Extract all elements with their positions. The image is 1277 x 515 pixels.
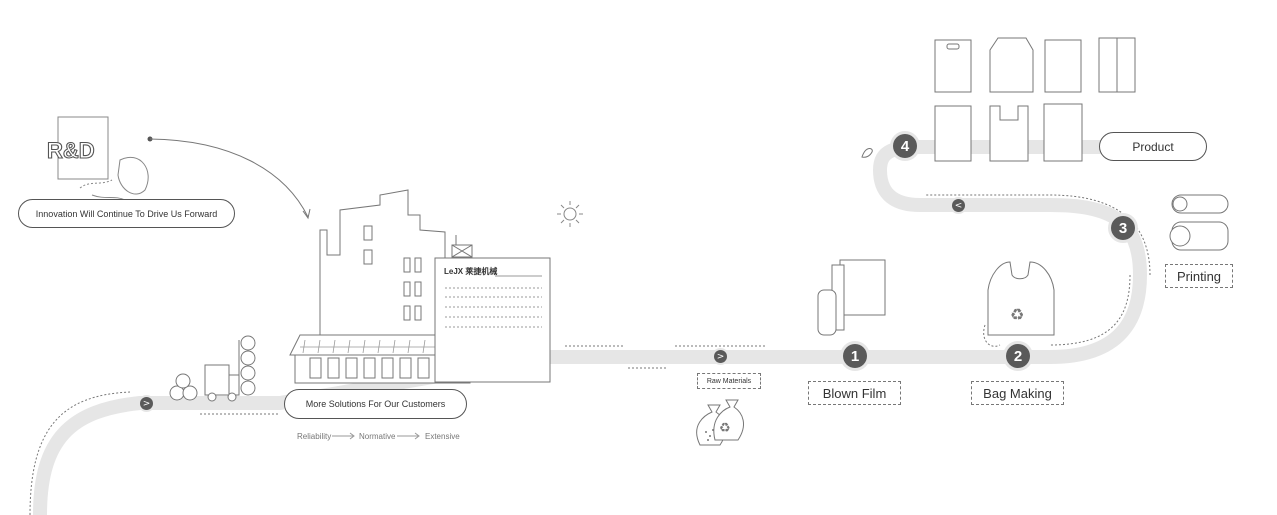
arrowhead: [302, 208, 311, 220]
raw-material-bags-icon: [696, 399, 745, 446]
step-3-label: Printing: [1165, 264, 1233, 288]
value-arrowhead: [414, 432, 420, 440]
road-dashed-edge: [1049, 274, 1131, 346]
innovation-pill: Innovation Will Continue To Drive Us For…: [18, 199, 235, 228]
solutions-pill: More Solutions For Our Customers: [284, 389, 467, 419]
recycle-icon: ♻: [719, 420, 731, 435]
step-4-badge: 4: [893, 134, 917, 158]
pellets-icon: [705, 429, 714, 441]
step-2-label: Bag Making: [971, 381, 1064, 405]
step-1-badge: 1: [843, 344, 867, 368]
step-2-badge: 2: [1006, 344, 1030, 368]
sun-icon: [557, 201, 583, 227]
company-signboard: [434, 257, 551, 383]
printing-rolls-icon: [1169, 194, 1229, 251]
road-dashed-edge: [29, 391, 131, 515]
rd-logo-text: R&D: [47, 138, 95, 163]
process-road: [33, 140, 1148, 515]
forklift-icon: [169, 335, 256, 402]
step-3-badge: 3: [1111, 216, 1135, 240]
flow-arrow-icon: <: [952, 199, 965, 212]
flow-arrow-icon: >: [714, 350, 727, 363]
step-4-label: Product: [1099, 132, 1207, 161]
blown-film-roll-icon: [817, 259, 886, 336]
raw-materials-label: Raw Materials: [697, 373, 761, 389]
flow-arrow-icon: >: [140, 397, 153, 410]
value-normative: Normative: [359, 432, 396, 441]
rd-to-factory-arrow: [149, 138, 309, 218]
bag-recycle-icon: ♻: [1010, 307, 1024, 324]
value-reliability: Reliability: [297, 432, 332, 441]
company-sign-text: LeJX 莱捷机械: [444, 266, 497, 276]
value-arrowhead: [349, 432, 355, 440]
step-1-label: Blown Film: [808, 381, 901, 405]
bag-products-icon: [934, 37, 1136, 162]
leaf-icon: [861, 148, 873, 158]
plastic-bag-icon: [983, 261, 1055, 347]
value-extensive: Extensive: [425, 432, 460, 441]
